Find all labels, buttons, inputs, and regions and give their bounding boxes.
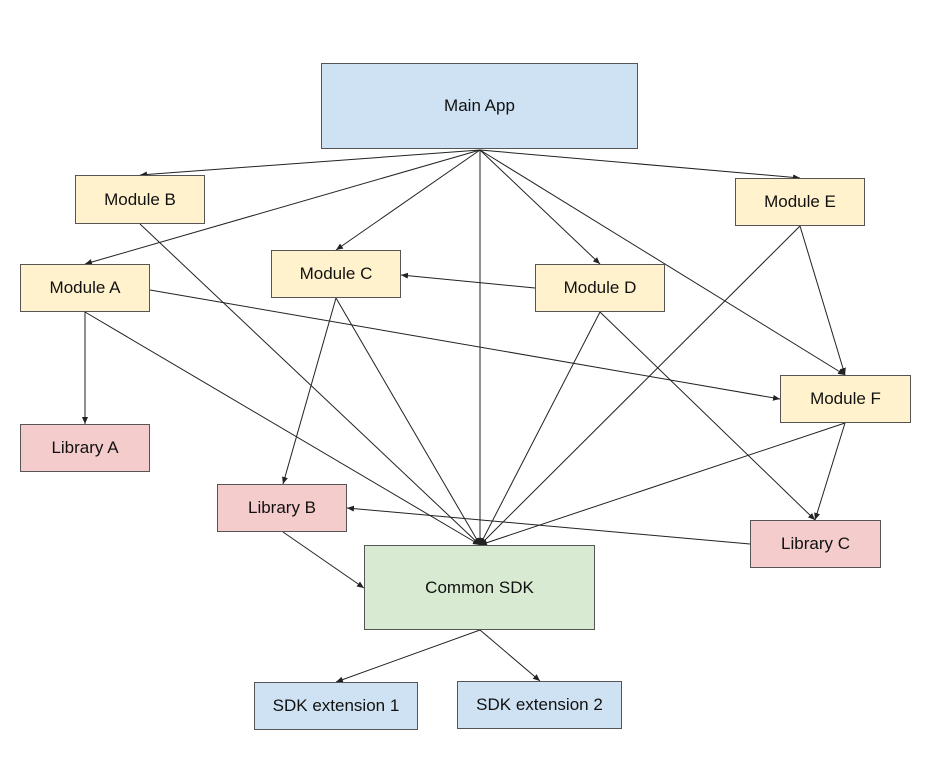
node-label: Library B — [247, 498, 317, 517]
node-label: Library C — [781, 534, 850, 553]
edge-common-sdk-to-sdk-extension-2 — [479, 629, 541, 682]
edge-module-a-to-common-sdk — [84, 311, 481, 546]
edge-module-d-to-common-sdk — [479, 311, 601, 546]
node-label: Module A — [49, 278, 121, 297]
node-common-sdk: Common SDK — [364, 545, 595, 630]
node-sdk-extension-1: SDK extension 1 — [254, 682, 418, 730]
edge-library-c-to-library-b — [346, 505, 751, 545]
edge-module-d-to-module-c — [400, 272, 536, 289]
node-label: Module B — [104, 189, 176, 209]
node-label: Module D — [563, 278, 637, 297]
edge-library-b-to-common-sdk — [282, 531, 365, 589]
node-label: Library A — [51, 438, 119, 457]
edge-module-c-to-library-b — [282, 297, 337, 485]
edge-main-app-to-module-f — [479, 149, 846, 376]
node-main-app: Main App — [321, 63, 638, 149]
edge-module-e-to-common-sdk — [479, 225, 801, 546]
node-label: Main App — [444, 96, 515, 115]
edge-main-app-to-module-a — [84, 149, 481, 265]
edge-module-f-to-library-c — [814, 422, 846, 521]
node-library-a: Library A — [20, 424, 150, 472]
edge-main-app-to-module-e — [479, 149, 801, 181]
node-module-f: Module F — [780, 375, 911, 423]
node-sdk-extension-2: SDK extension 2 — [457, 681, 622, 729]
node-label: Module C — [299, 264, 373, 283]
node-module-d: Module D — [535, 264, 665, 312]
edge-module-f-to-common-sdk — [479, 422, 846, 546]
node-label: Module E — [764, 192, 836, 211]
edge-module-d-to-library-c — [599, 311, 816, 521]
node-library-c: Library C — [750, 520, 881, 568]
edge-main-app-to-module-d — [479, 149, 601, 265]
node-module-c: Module C — [271, 250, 401, 298]
edge-module-e-to-module-f — [799, 225, 846, 376]
node-label: Common SDK — [425, 577, 534, 597]
edge-common-sdk-to-sdk-extension-1 — [335, 629, 481, 683]
node-label: SDK extension 2 — [476, 695, 603, 714]
edge-module-b-to-common-sdk — [139, 223, 481, 546]
edge-main-app-to-module-c — [335, 149, 481, 251]
edge-main-app-to-module-b — [139, 149, 481, 178]
edge-module-a-to-module-f — [149, 289, 781, 401]
edge-module-c-to-common-sdk — [335, 297, 481, 546]
node-module-e: Module E — [735, 178, 865, 226]
node-label: SDK extension 1 — [272, 696, 400, 715]
node-label: Module F — [810, 389, 881, 408]
node-library-b: Library B — [217, 484, 347, 532]
node-module-a: Module A — [20, 264, 150, 312]
node-module-b: Module B — [75, 175, 205, 224]
